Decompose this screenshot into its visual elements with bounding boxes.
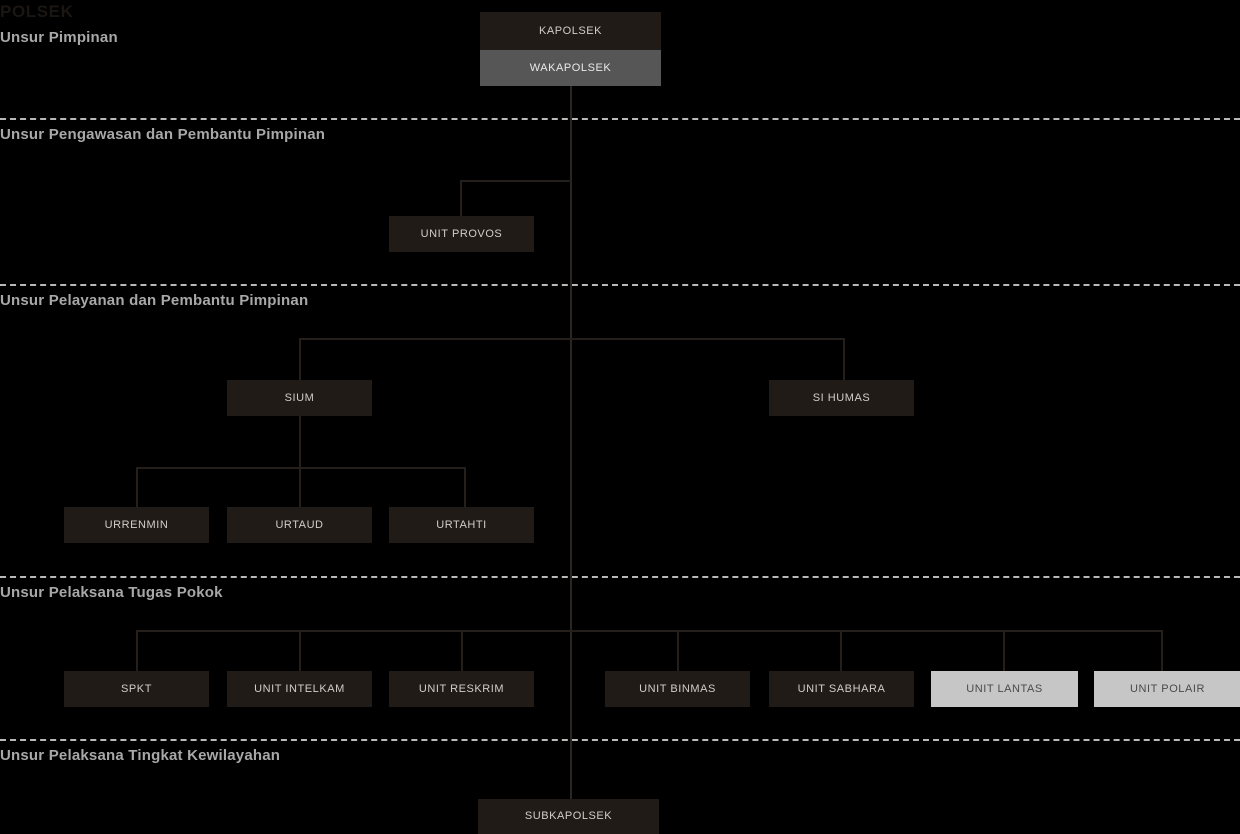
node-unit-provos[interactable]: UNIT PROVOS (389, 216, 534, 252)
connector-lantas-drop (1003, 630, 1005, 671)
connector-siumhumas-bar (299, 338, 845, 340)
divider-tugas-pokok (0, 739, 1240, 741)
divider-pelayanan (0, 576, 1240, 578)
node-urtahti[interactable]: URTAHTI (389, 507, 534, 543)
divider-pimpinan (0, 118, 1240, 120)
trunk-line-main (570, 86, 572, 799)
node-si-humas[interactable]: SI HUMAS (769, 380, 914, 416)
connector-sium-drop (299, 338, 301, 380)
node-sium[interactable]: SIUM (227, 380, 372, 416)
connector-urtahti-drop (464, 467, 466, 507)
connector-provos-horizontal (460, 180, 572, 182)
node-unit-polair[interactable]: UNIT POLAIR (1094, 671, 1240, 707)
connector-polair-drop (1161, 630, 1163, 671)
connector-reskrim-drop (461, 630, 463, 671)
connector-sihumas-drop (843, 338, 845, 380)
connector-urtaud-drop (299, 467, 301, 507)
connector-urrenmin-drop (136, 467, 138, 507)
node-unit-reskrim[interactable]: UNIT RESKRIM (389, 671, 534, 707)
node-wakapolsek[interactable]: WAKAPOLSEK (480, 50, 661, 86)
connector-sabhara-drop (840, 630, 842, 671)
node-urrenmin[interactable]: URRENMIN (64, 507, 209, 543)
connector-spkt-drop (136, 630, 138, 671)
connector-provos-drop (460, 180, 462, 216)
node-unit-sabhara[interactable]: UNIT SABHARA (769, 671, 914, 707)
section-label-pelayanan: Unsur Pelayanan dan Pembantu Pimpinan (0, 292, 309, 309)
section-label-pengawasan: Unsur Pengawasan dan Pembantu Pimpinan (0, 126, 326, 143)
connector-ur-bar (136, 467, 466, 469)
node-kapolsek[interactable]: KAPOLSEK (480, 12, 661, 50)
node-unit-intelkam[interactable]: UNIT INTELKAM (227, 671, 372, 707)
connector-binmas-drop (677, 630, 679, 671)
node-subkapolsek[interactable]: SUBKAPOLSEK (478, 799, 659, 834)
node-unit-lantas[interactable]: UNIT LANTAS (931, 671, 1078, 707)
section-label-kewilayahan: Unsur Pelaksana Tingkat Kewilayahan (0, 747, 281, 764)
connector-intelkam-drop (299, 630, 301, 671)
chart-title: POLSEK (0, 2, 74, 21)
connector-units-bar (136, 630, 1162, 632)
node-spkt[interactable]: SPKT (64, 671, 209, 707)
section-label-tugas-pokok: Unsur Pelaksana Tugas Pokok (0, 584, 223, 601)
node-urtaud[interactable]: URTAUD (227, 507, 372, 543)
node-unit-binmas[interactable]: UNIT BINMAS (605, 671, 750, 707)
section-label-pimpinan: Unsur Pimpinan (0, 29, 118, 46)
divider-pengawasan (0, 284, 1240, 286)
connector-sium-stem (299, 416, 301, 467)
